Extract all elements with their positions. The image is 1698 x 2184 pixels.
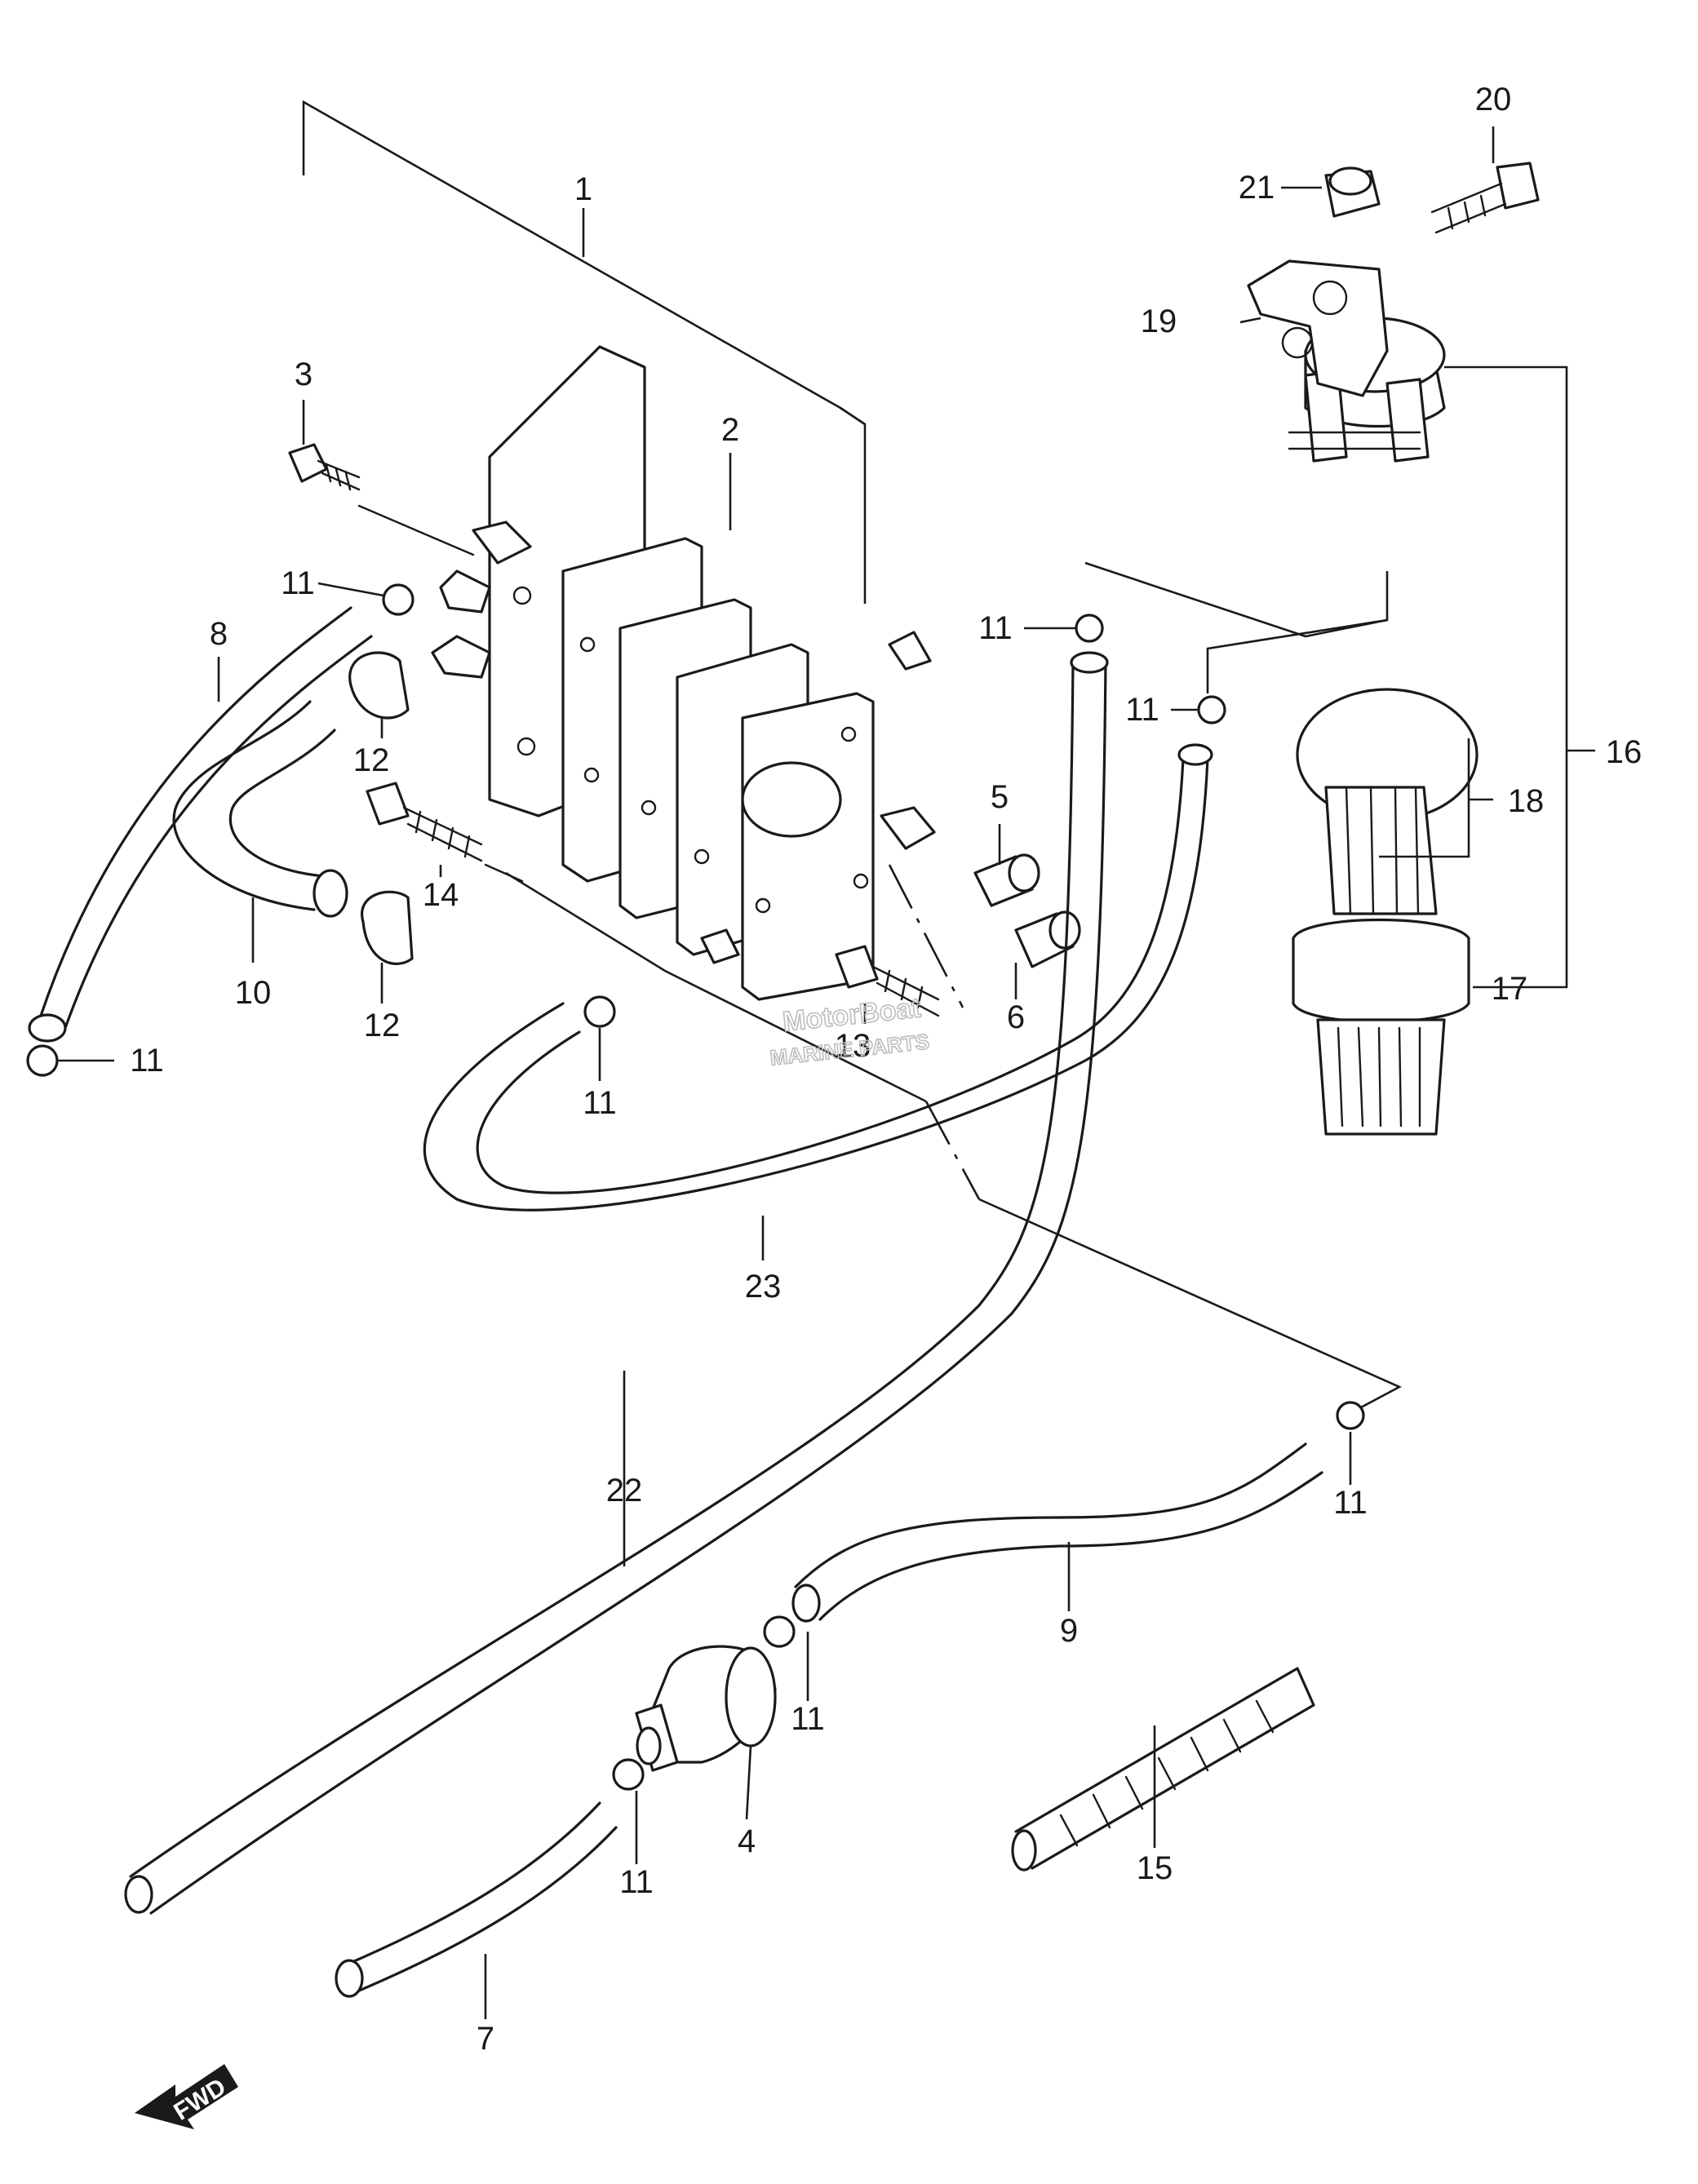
hose-8 (28, 606, 373, 1043)
sleeve-5 (973, 853, 1040, 907)
label-11-c: 11 (1125, 692, 1159, 728)
label-5: 5 (991, 779, 1009, 815)
fwd-arrow-icon: FWD (135, 2064, 238, 2129)
label-16: 16 (1606, 734, 1643, 770)
label-17: 17 (1492, 971, 1528, 1007)
hose-7 (335, 1801, 618, 1998)
hose-10 (172, 700, 348, 918)
leader-lines (57, 126, 1595, 2019)
sleeve-6 (1014, 910, 1081, 968)
part-labels: 1 2 3 4 5 6 7 8 9 10 11 11 11 11 11 11 1… (130, 82, 1642, 2057)
filter-cup-17 (1292, 918, 1470, 1136)
label-22: 22 (606, 1473, 643, 1508)
label-23: 23 (745, 1269, 782, 1305)
label-11-b: 11 (978, 610, 1013, 646)
hose-23 (423, 743, 1213, 1212)
bracket-19 (1247, 259, 1389, 397)
label-14: 14 (423, 877, 459, 913)
screw-13 (835, 945, 940, 1017)
label-11-d: 11 (583, 1085, 617, 1121)
label-20: 20 (1475, 82, 1512, 117)
label-8: 8 (210, 616, 228, 652)
hose-22 (124, 651, 1109, 1915)
label-3: 3 (295, 357, 313, 392)
label-21: 21 (1239, 170, 1275, 206)
label-9: 9 (1060, 1613, 1078, 1649)
assembly-bracket-1 (302, 100, 1402, 1421)
label-1: 1 (574, 171, 592, 207)
label-10: 10 (235, 975, 272, 1011)
filter-element-18 (1296, 688, 1479, 915)
label-11-a: 11 (281, 565, 315, 601)
label-2: 2 (721, 412, 739, 448)
bolt-20 (1430, 162, 1540, 234)
label-13: 13 (835, 1028, 871, 1064)
screw-14 (366, 782, 524, 883)
label-11-f: 11 (1333, 1485, 1368, 1521)
label-18: 18 (1508, 783, 1545, 819)
protector-15 (1011, 1667, 1315, 1872)
hose-9 (791, 1442, 1323, 1623)
label-4: 4 (738, 1823, 756, 1859)
label-15: 15 (1137, 1850, 1173, 1886)
label-12-b: 12 (364, 1008, 401, 1043)
clips (26, 583, 1365, 1791)
label-11-h: 11 (619, 1864, 654, 1900)
fuel-pump-body (431, 345, 936, 1001)
screw-3 (288, 443, 475, 556)
label-7: 7 (477, 2021, 494, 2057)
label-11-e: 11 (130, 1043, 164, 1079)
label-11-g: 11 (791, 1701, 825, 1737)
nut-21 (1324, 166, 1381, 218)
label-19: 19 (1141, 303, 1177, 339)
label-12-a: 12 (353, 742, 390, 778)
label-6: 6 (1007, 999, 1025, 1035)
fuel-filter-4 (635, 1645, 777, 1772)
